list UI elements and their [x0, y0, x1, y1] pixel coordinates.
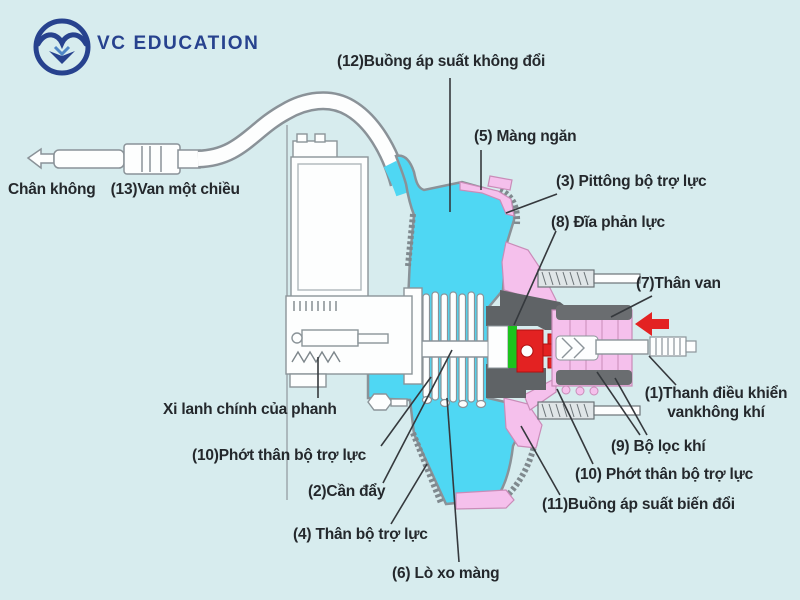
label-diaphragm-spring: (6) Lò xo màng [392, 565, 500, 582]
label-reaction-disc: (8) Đĩa phản lực [551, 214, 665, 231]
vacuum-hose-curve [197, 91, 410, 197]
valve-body-group [551, 305, 697, 396]
label-air-valve-control-rod-line1: (1)Thanh điều khiển [644, 385, 788, 402]
reaction-disc-housing [487, 325, 509, 369]
label-booster-piston: (3) Pittông bộ trợ lực [556, 173, 707, 190]
vacuum-direction-arrow-icon [26, 147, 55, 170]
label-air-filter: (9) Bộ lọc khí [611, 438, 706, 455]
control-rod-shape [595, 339, 649, 355]
logo-bird-icon [33, 18, 91, 76]
mounting-stud-shape [367, 393, 393, 411]
label-vacuum-and-check-valve: Chân không (13)Van một chiều [8, 180, 240, 199]
label-booster-body: (4) Thân bộ trợ lực [293, 526, 428, 543]
check-valve-shape [123, 143, 181, 175]
control-rod-grip [649, 336, 697, 357]
label-body-seal-right: (10) Phớt thân bộ trợ lực [575, 466, 754, 483]
reaction-disc-shape [508, 326, 517, 368]
label-vacuum: Chân không [8, 181, 96, 198]
brand-text: VC EDUCATION [97, 33, 260, 54]
airflow-arrow-icon [635, 312, 669, 336]
label-pushrod: (2)Cần đẩy [308, 483, 386, 500]
label-constant-pressure-chamber: (12)Buồng áp suất không đổi [337, 53, 546, 70]
leader-lines [317, 78, 677, 563]
label-valve-body: (7)Thân van [636, 275, 721, 292]
label-diaphragm: (5) Màng ngăn [474, 128, 577, 145]
label-master-cylinder: Xi lanh chính của phanh [163, 401, 337, 418]
mounting-bolts [537, 269, 641, 420]
label-check-valve: (13)Van một chiều [110, 181, 240, 198]
label-air-valve-control-rod-line2: vankhông khí [667, 404, 765, 421]
label-air-valve-control-rod: (1)Thanh điều khiển vankhông khí [634, 384, 798, 422]
label-variable-pressure-chamber: (11)Buồng áp suất biến đổi [542, 496, 735, 513]
master-cylinder-group [285, 125, 423, 500]
vacuum-hose-assembly [26, 143, 201, 175]
label-body-seal-left: (10)Phớt thân bộ trợ lực [192, 447, 366, 464]
